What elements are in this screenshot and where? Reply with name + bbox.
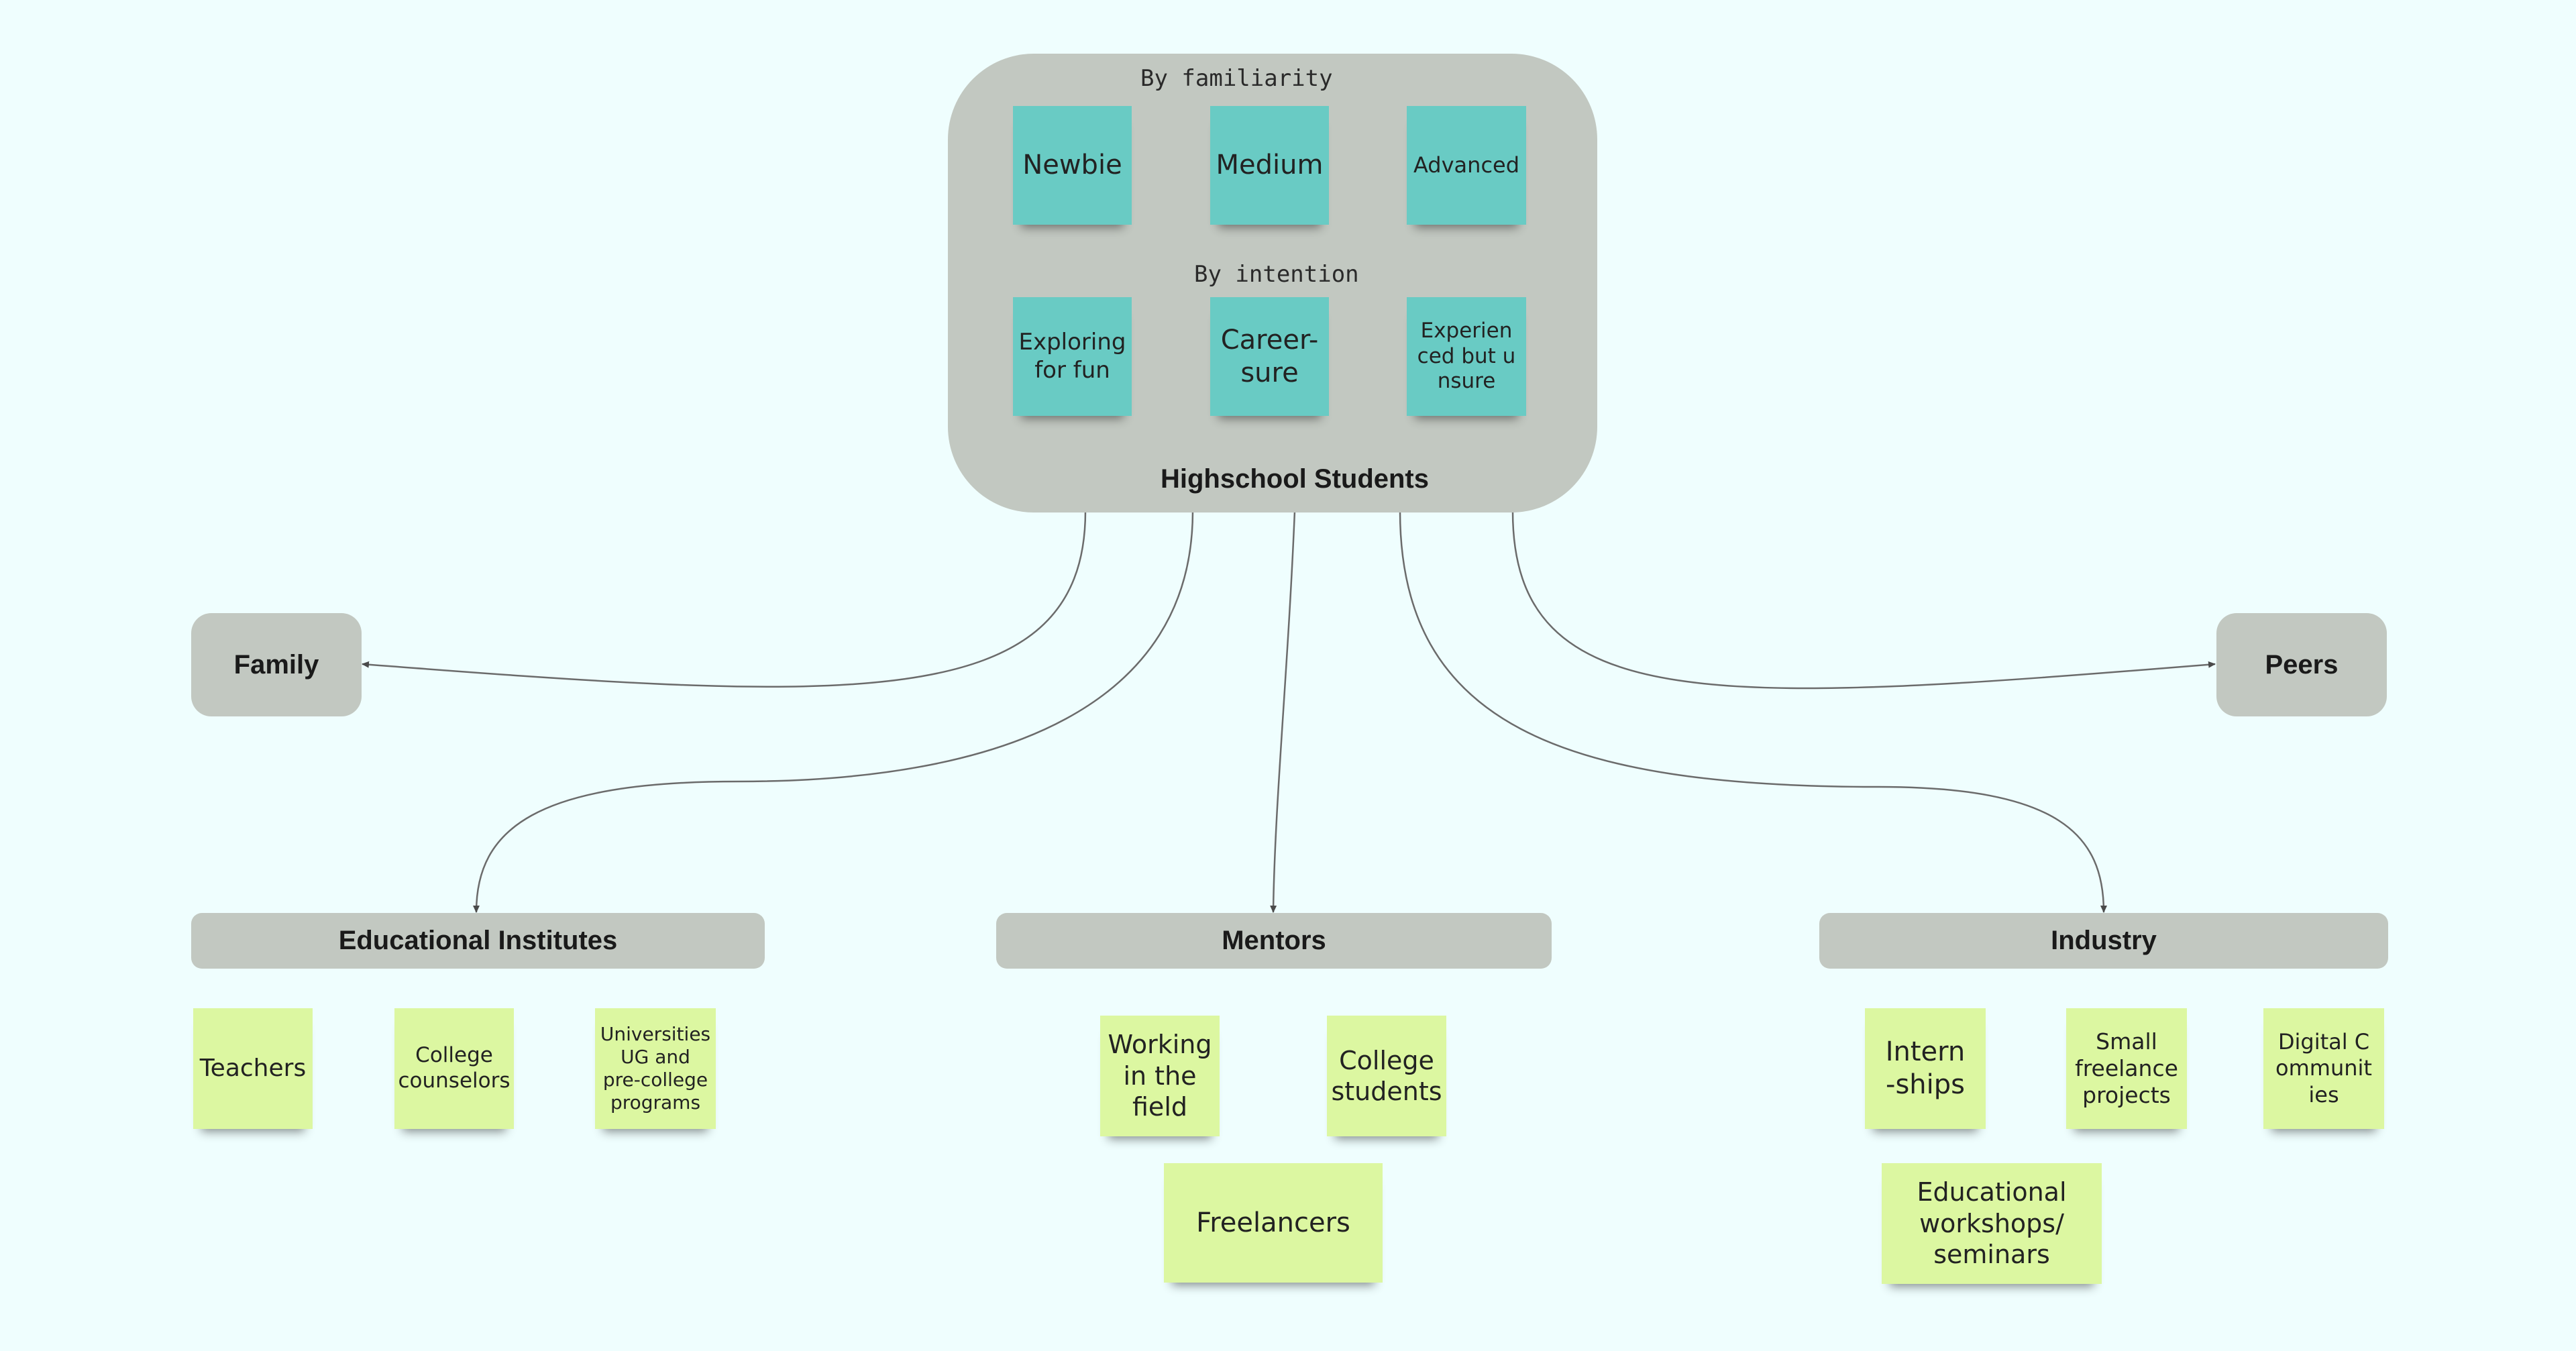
familiarity-label: By familiarity <box>1140 65 1333 92</box>
sticky-advanced[interactable]: Advanced <box>1407 106 1526 225</box>
connector-family <box>362 510 1087 688</box>
family-box[interactable]: Family <box>191 613 362 716</box>
connector-educational-institutes <box>473 510 1194 913</box>
sticky-newbie[interactable]: Newbie <box>1013 106 1132 225</box>
sticky-small-freelance-projects[interactable]: Small freelance projects <box>2066 1008 2187 1129</box>
sticky-college-counselors[interactable]: College counselors <box>394 1008 514 1129</box>
connector-peers <box>1511 510 2216 690</box>
connector-mentors <box>1270 510 1296 913</box>
educational-institutes-header[interactable]: Educational Institutes <box>191 913 765 969</box>
intention-label: By intention <box>1194 261 1359 288</box>
mentors-header[interactable]: Mentors <box>996 913 1552 969</box>
sticky-experienced-but-unsure[interactable]: Experienced but unsure <box>1407 297 1526 416</box>
peers-box[interactable]: Peers <box>2216 613 2387 716</box>
sticky-working-in-the-field[interactable]: Working in the field <box>1100 1016 1220 1136</box>
industry-header[interactable]: Industry <box>1819 913 2388 969</box>
sticky-freelancers[interactable]: Freelancers <box>1164 1163 1383 1283</box>
sticky-career-sure[interactable]: Career-sure <box>1210 297 1329 416</box>
sticky-universities[interactable]: Universities UG and pre-college programs <box>595 1008 716 1129</box>
sticky-college-students[interactable]: College students <box>1327 1016 1446 1136</box>
sticky-internships[interactable]: Intern-ships <box>1865 1008 1986 1129</box>
highschool-students-title: Highschool Students <box>1161 464 1429 494</box>
sticky-educational-workshops[interactable]: Educational workshops/ seminars <box>1882 1163 2102 1284</box>
sticky-digital-communities[interactable]: Digital Communities <box>2263 1008 2384 1129</box>
connector-industry <box>1399 510 2107 913</box>
sticky-medium[interactable]: Medium <box>1210 106 1329 225</box>
sticky-teachers[interactable]: Teachers <box>193 1008 313 1129</box>
sticky-exploring-for-fun[interactable]: Exploring for fun <box>1013 297 1132 416</box>
